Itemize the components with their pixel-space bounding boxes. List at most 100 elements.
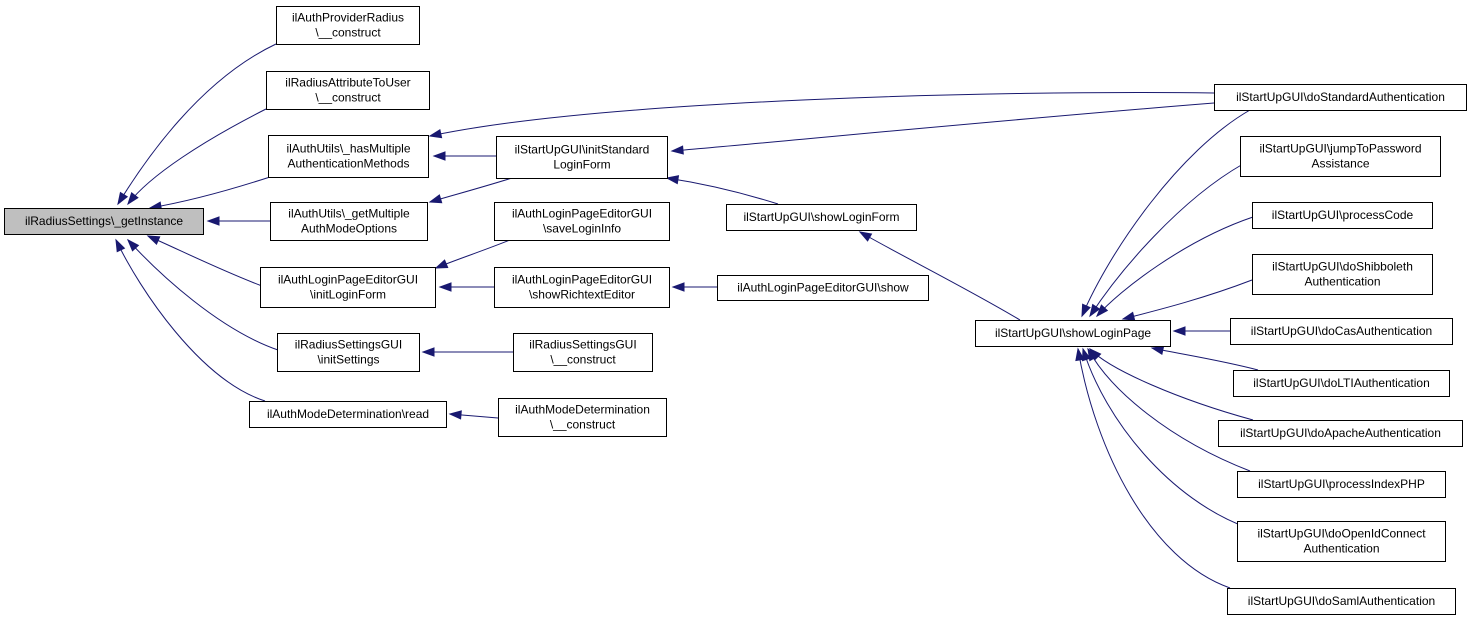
edge-line [1151,347,1259,371]
edge-doSaml-to-showPage [1075,347,1231,589]
node-doStd[interactable]: ilStartUpGUI\doStandardAuthentication [1214,84,1467,111]
node-box [494,202,670,241]
edge-jumpPw-to-showPage [1089,163,1244,318]
node-box [726,204,917,231]
node-label: ilAuthProviderRadius [292,11,404,25]
node-label: ilStartUpGUI\processCode [1272,208,1414,222]
edge-doCas-to-showPage [1172,326,1230,336]
node-root[interactable]: ilRadiusSettings\_getInstance [4,208,204,235]
edge-getMulti-to-root [206,216,270,226]
edge-provRadius-to-root [117,43,277,206]
edge-doShib-to-showPage [1121,279,1253,321]
node-label: ilAuthLoginPageEditorGUI\show [737,281,909,295]
node-box [270,202,428,241]
edge-arrowhead [421,347,435,357]
node-label: ilStartUpGUI\showLoginPage [995,326,1151,340]
node-label: ilStartUpGUI\doOpenIdConnect [1257,527,1426,541]
node-label: \__construct [315,91,381,105]
node-box [496,136,668,179]
edge-line [1087,348,1251,472]
edge-saveLogin-to-initLogin [434,239,511,269]
node-label: ilRadiusSettingsGUI [295,338,402,352]
node-box [1214,84,1467,111]
edge-line [115,239,266,402]
node-box [717,275,929,301]
node-label: ilAuthModeDetermination\read [267,407,429,421]
edge-arrowhead [1089,303,1101,318]
node-box [1230,318,1453,345]
node-showPage[interactable]: ilStartUpGUI\showLoginPage [975,320,1171,347]
edge-arrowhead [1121,311,1136,321]
edge-showRich-to-initLogin [438,282,494,292]
edge-arrowhead [1075,347,1085,362]
node-modeCon[interactable]: ilAuthModeDetermination\__construct [498,398,667,437]
node-box [498,398,667,437]
node-modeRead[interactable]: ilAuthModeDetermination\read [249,401,447,428]
node-hasMulti[interactable]: ilAuthUtils\_hasMultipleAuthenticationMe… [268,135,429,178]
edge-arrowhead [127,191,139,206]
edge-initStd-to-hasMulti [432,151,496,161]
node-doApache[interactable]: ilStartUpGUI\doApacheAuthentication [1218,420,1463,447]
edge-doStd-to-hasMulti [428,92,1215,139]
edge-arrowhead [438,282,452,292]
edge-line [666,177,779,205]
node-label: ilAuthLoginPageEditorGUI [512,207,652,221]
node-doOIDC[interactable]: ilStartUpGUI\doOpenIdConnectAuthenticati… [1237,521,1446,562]
node-procIndex[interactable]: ilStartUpGUI\processIndexPHP [1237,471,1446,498]
node-showForm[interactable]: ilStartUpGUI\showLoginForm [726,204,917,231]
node-box [494,267,670,308]
node-box [1252,254,1433,295]
node-box [1237,521,1446,562]
node-radSetGUI[interactable]: ilRadiusSettingsGUI\initSettings [277,333,420,372]
edge-doLTI-to-showPage [1150,345,1259,371]
node-label: ilStartUpGUI\processIndexPHP [1258,477,1425,491]
node-label: Authentication [1304,275,1380,289]
node-editorShow[interactable]: ilAuthLoginPageEditorGUI\show [717,275,929,301]
node-label: ilRadiusAttributeToUser [285,76,410,90]
edge-arrowhead [1150,345,1165,356]
node-box [4,208,204,235]
edge-radSetCon-to-radSetGUI [421,347,513,357]
node-saveLogin[interactable]: ilAuthLoginPageEditorGUI\saveLoginInfo [494,202,670,241]
node-doLTI[interactable]: ilStartUpGUI\doLTIAuthentication [1233,370,1450,397]
node-label: Assistance [1311,157,1369,171]
edge-line [859,231,1021,321]
node-label: ilStartUpGUI\doShibboleth [1272,260,1413,274]
node-provRadius[interactable]: ilAuthProviderRadius\__construct [276,6,420,45]
node-label: ilAuthUtils\_hasMultiple [286,142,410,156]
node-radSetCon[interactable]: ilRadiusSettingsGUI\__construct [513,333,653,372]
node-procCode[interactable]: ilStartUpGUI\processCode [1252,202,1433,229]
edge-line [1122,279,1253,320]
node-label: ilAuthLoginPageEditorGUI [512,273,652,287]
node-doCas[interactable]: ilStartUpGUI\doCasAuthentication [1230,318,1453,345]
node-label: Authentication [1303,542,1379,556]
edge-arrowhead [117,191,129,206]
node-label: AuthenticationMethods [287,157,409,171]
node-showRich[interactable]: ilAuthLoginPageEditorGUI\showRichtextEdi… [494,267,670,308]
node-box [1240,136,1441,177]
node-doSaml[interactable]: ilStartUpGUI\doSamlAuthentication [1227,588,1456,615]
node-box [260,267,436,308]
node-box [1227,588,1456,615]
node-initLogin[interactable]: ilAuthLoginPageEditorGUI\initLoginForm [260,267,436,308]
node-radAttr[interactable]: ilRadiusAttributeToUser\__construct [266,71,430,110]
edge-line [149,176,271,209]
edges-layer [115,43,1259,589]
edge-arrowhead [671,282,685,292]
node-box [277,333,420,372]
node-box [1233,370,1450,397]
node-box [1218,420,1463,447]
nodes-layer: ilRadiusSettings\_getInstance ilAuthProvi… [4,6,1467,615]
edge-procCode-to-showPage [1096,216,1254,318]
edge-arrowhead [1172,326,1186,336]
edge-arrowhead [146,235,161,245]
edge-line [671,102,1215,152]
edge-editorShow-to-showRich [671,282,717,292]
edge-arrowhead [1081,303,1091,318]
edge-doStd-to-initStd [670,102,1215,155]
